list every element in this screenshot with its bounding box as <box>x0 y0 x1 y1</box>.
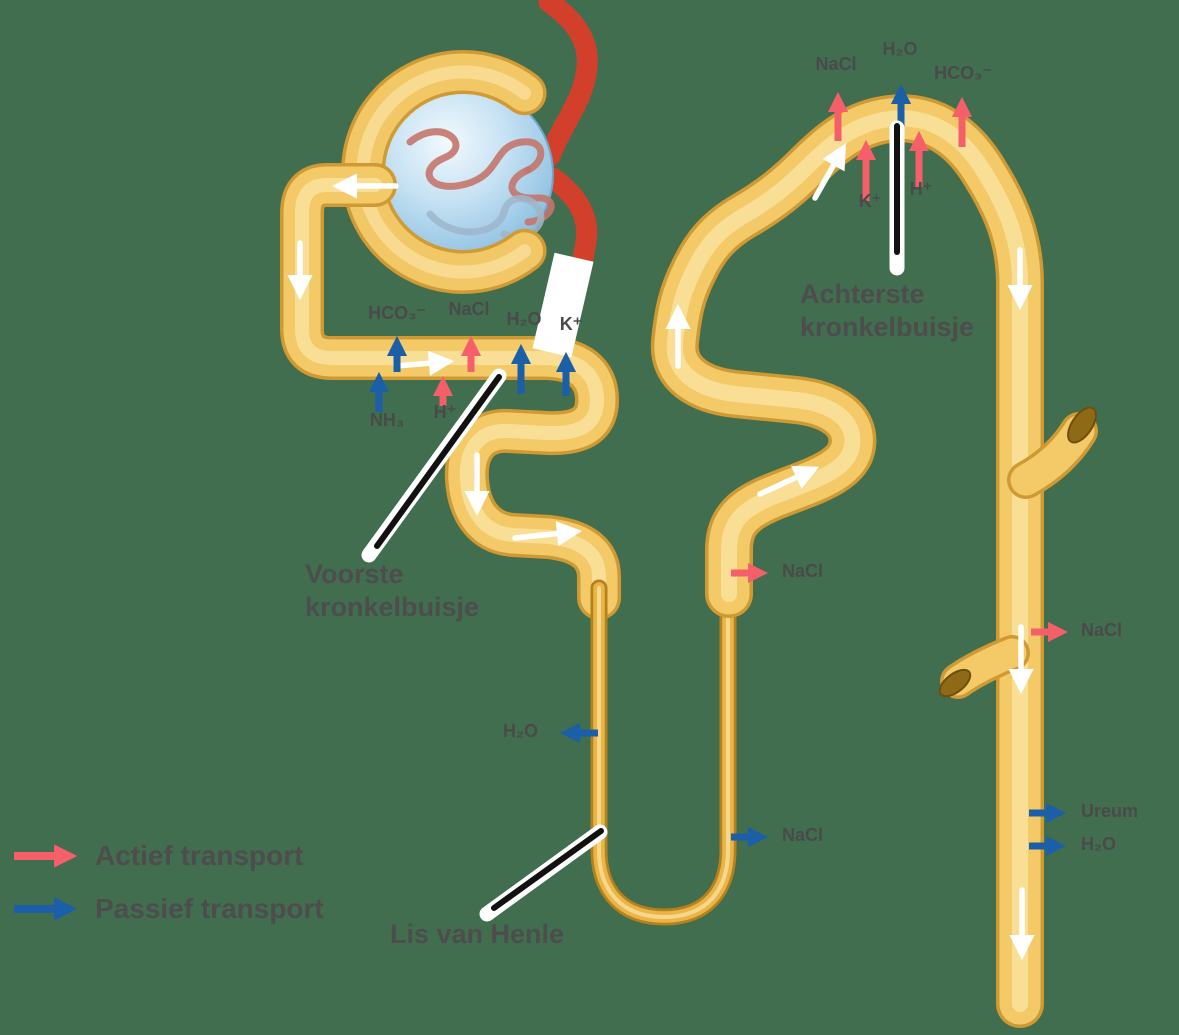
label-nh3-proximal: NH₃ <box>369 410 405 430</box>
vessel-break-band <box>532 252 594 358</box>
label-hco3-proximal: HCO₃⁻ <box>368 303 426 323</box>
label-pointers <box>361 120 905 922</box>
distal-transport-arrows <box>731 83 973 584</box>
label-h2o-collecting-duct: H₂O <box>1081 834 1116 854</box>
label-nacl-collecting-duct: NaCl <box>1081 620 1123 640</box>
loop-of-henle <box>590 577 737 926</box>
flow-arrows <box>287 143 1035 961</box>
label-h-proximal: H⁺ <box>433 402 457 422</box>
collecting-duct-branch-upper <box>1007 406 1098 499</box>
label-nacl-distal-bottom: NaCl <box>782 561 824 581</box>
proximal-transport-arrows <box>368 335 577 412</box>
distal-tubule-and-collecting-duct <box>650 94 1044 1028</box>
collecting-duct-branch-lower <box>938 635 1030 699</box>
proximal-tubule <box>280 163 621 620</box>
proximal-tubule-label: Voorste kronkelbuisje <box>305 559 480 622</box>
legend-actief-label: Actief transport <box>95 840 304 871</box>
label-ureum-collecting-duct: Ureum <box>1081 801 1139 821</box>
loop-transport-arrows <box>559 722 769 848</box>
glomerulus <box>376 85 555 263</box>
label-nacl-proximal: NaCl <box>448 299 490 319</box>
label-h2o-loop: H₂O <box>503 721 538 741</box>
distal-tubule-label: Achterste kronkelbuisje <box>800 279 975 342</box>
collecting-duct-transport-arrows <box>1029 621 1069 857</box>
label-hco3-distal: HCO₃⁻ <box>934 63 992 83</box>
label-h-distal: H⁺ <box>909 179 933 199</box>
label-k-distal: K⁺ <box>858 191 882 211</box>
legend-arrows <box>14 844 78 921</box>
label-nacl-loop: NaCl <box>782 825 824 845</box>
label-nacl-distal: NaCl <box>815 54 857 74</box>
blood-vessels <box>538 0 598 307</box>
label-h2o-proximal: H₂O <box>506 309 542 329</box>
label-k-proximal: K⁺ <box>559 314 583 334</box>
legend-passief-label: Passief transport <box>95 893 324 924</box>
label-h2o-distal: H₂O <box>882 39 918 59</box>
loop-of-henle-label: Lis van Henle <box>390 919 565 949</box>
